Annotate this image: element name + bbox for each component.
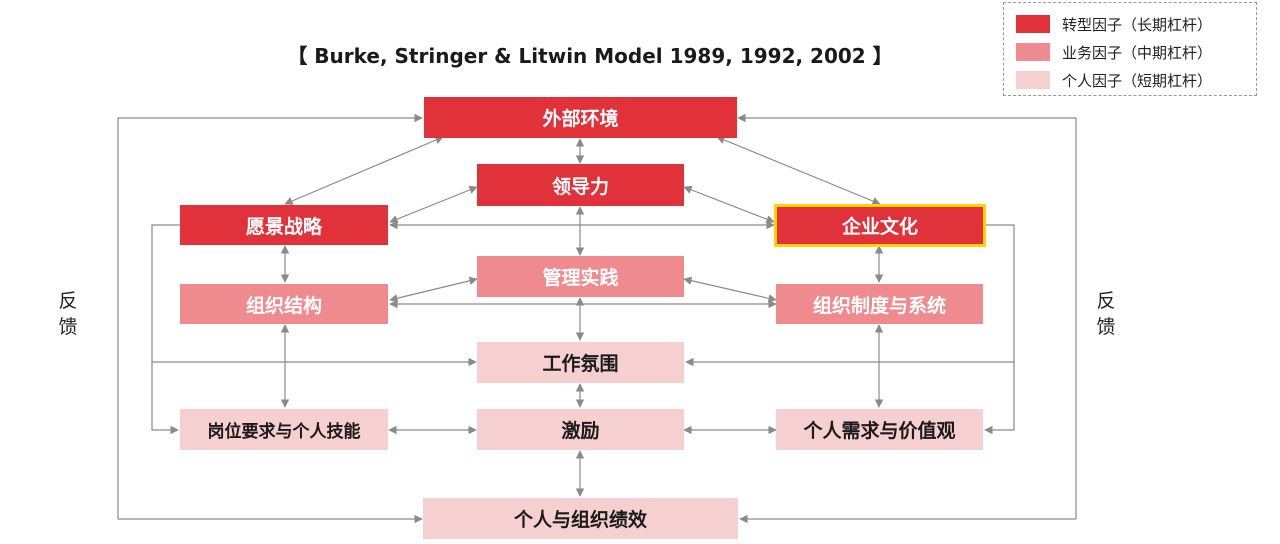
feedback-left-label: 反 馈 <box>56 288 80 340</box>
legend-label: 业务因子（中期杠杆） <box>1062 43 1213 62</box>
node-external-environment: 外部环境 <box>424 97 737 138</box>
feedback-char: 反 <box>58 290 78 312</box>
feedback-right-label: 反 馈 <box>1094 288 1118 340</box>
feedback-char: 反 <box>1096 290 1116 312</box>
legend-swatch <box>1016 15 1050 33</box>
legend-swatch <box>1016 43 1050 61</box>
node-motivation: 激励 <box>477 409 684 450</box>
legend-item-individual: 个人因子（短期杠杆） <box>1016 69 1212 91</box>
feedback-char: 馈 <box>1096 316 1116 338</box>
node-needs-values: 个人需求与价值观 <box>776 409 983 450</box>
node-performance: 个人与组织绩效 <box>423 498 738 539</box>
legend: 转型因子（长期杠杆） 业务因子（中期杠杆） 个人因子（短期杠杆） <box>1003 2 1257 96</box>
node-mission-strategy: 愿景战略 <box>180 205 388 245</box>
node-management-practices: 管理实践 <box>477 256 684 297</box>
node-task-skills: 岗位要求与个人技能 <box>180 409 388 450</box>
legend-label: 转型因子（长期杠杆） <box>1062 15 1213 34</box>
legend-label: 个人因子（短期杠杆） <box>1062 71 1213 90</box>
model-title: 【 Burke, Stringer & Litwin Model 1989, 1… <box>287 44 893 68</box>
legend-item-transaction: 业务因子（中期杠杆） <box>1016 41 1212 63</box>
legend-swatch <box>1016 71 1050 89</box>
legend-item-transform: 转型因子（长期杠杆） <box>1016 13 1212 35</box>
node-systems: 组织制度与系统 <box>776 284 983 324</box>
node-work-climate: 工作氛围 <box>477 342 684 383</box>
node-culture: 企业文化 <box>774 204 986 247</box>
feedback-char: 馈 <box>58 316 78 338</box>
node-structure: 组织结构 <box>180 284 388 324</box>
node-leadership: 领导力 <box>477 164 684 206</box>
